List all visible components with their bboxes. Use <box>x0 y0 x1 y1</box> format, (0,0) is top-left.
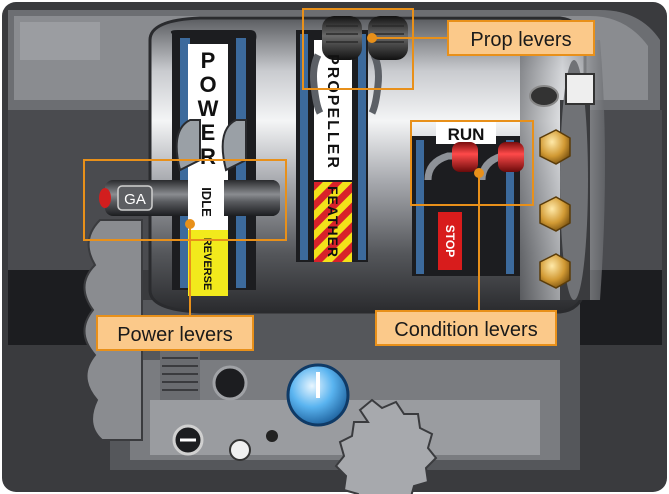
idle-label: IDLE <box>199 187 214 217</box>
power-lever-red-tip <box>99 188 111 208</box>
round-switch <box>212 365 248 401</box>
feather-label: FEATHER <box>325 186 341 258</box>
condition-levers-highlight <box>410 120 534 206</box>
prop-levers-highlight <box>302 8 414 90</box>
power-levers-highlight <box>83 159 287 241</box>
condition-lever-knob-right <box>498 142 524 172</box>
power-letter: O <box>199 72 216 97</box>
feather-plate <box>314 182 352 262</box>
run-label: RUN <box>448 125 485 144</box>
prop-levers-callout: Prop levers <box>447 20 595 56</box>
rivet-tab <box>565 73 595 105</box>
prop-lever-knob-left <box>322 16 362 60</box>
ga-button <box>117 185 153 211</box>
condition-levers-callout: Condition levers <box>375 310 557 346</box>
bolt-heads <box>539 129 571 289</box>
stop-plate <box>438 212 462 270</box>
power-levers-callout: Power levers <box>96 315 254 351</box>
stop-label: STOP <box>443 225 457 257</box>
ga-label: GA <box>124 191 146 208</box>
power-letter: E <box>201 120 216 145</box>
power-letter: W <box>198 96 219 121</box>
power-vertical-label: P O W E R <box>198 48 219 169</box>
condition-lever-knob-left <box>452 142 478 172</box>
reverse-plate <box>188 230 228 296</box>
reverse-label: REVERSE <box>201 238 213 291</box>
power-letter: R <box>200 144 216 169</box>
power-letter: P <box>201 48 216 73</box>
propeller-label: PROPELLER <box>324 54 341 170</box>
